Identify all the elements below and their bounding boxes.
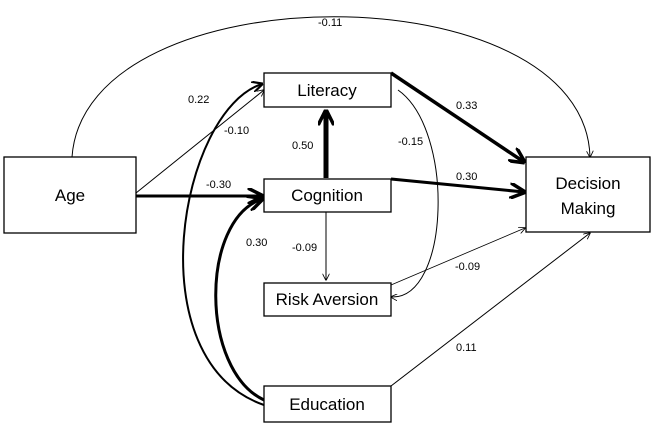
coef-cognition-riskaversion: -0.09	[292, 242, 317, 254]
coef-age-decision: -0.11	[318, 17, 342, 29]
node-cognition-label: Cognition	[291, 186, 363, 205]
coef-age-cognition: -0.30	[206, 179, 231, 191]
coef-education-literacy: 0.22	[188, 94, 209, 106]
coef-riskaversion-decision: -0.09	[455, 261, 480, 273]
coef-education-decision: 0.11	[456, 342, 477, 354]
node-decision-making-label-2: Making	[561, 199, 616, 218]
node-education-label: Education	[289, 395, 365, 414]
node-age-label: Age	[55, 186, 85, 205]
edge-education-cognition	[214, 199, 264, 402]
edge-literacy-riskaversion	[391, 89, 439, 297]
edge-literacy-decision	[390, 71, 524, 162]
coef-education-cognition: 0.30	[246, 237, 267, 249]
coef-cognition-literacy: 0.50	[292, 140, 313, 152]
coef-cognition-decision: 0.30	[456, 171, 477, 183]
node-age: Age	[3, 156, 137, 234]
edge-age-literacy	[135, 90, 264, 194]
node-decision-making-label-1: Decision	[555, 174, 620, 193]
node-education: Education	[263, 385, 392, 423]
edge-education-decision	[390, 233, 590, 387]
edge-education-literacy	[182, 84, 264, 406]
node-risk-aversion: Risk Aversion	[263, 282, 392, 317]
node-literacy-label: Literacy	[297, 81, 357, 100]
edge-age-decision	[71, 16, 590, 157]
edge-cognition-decision	[390, 177, 524, 192]
coef-literacy-riskaversion: -0.15	[398, 136, 423, 148]
node-cognition: Cognition	[263, 178, 392, 213]
node-risk-aversion-label: Risk Aversion	[276, 290, 379, 309]
node-literacy: Literacy	[263, 72, 392, 108]
node-decision-making: Decision Making	[525, 156, 651, 233]
edge-riskaversion-decision	[390, 228, 525, 286]
coef-age-literacy: -0.10	[224, 125, 249, 137]
coef-literacy-decision: 0.33	[456, 100, 477, 112]
